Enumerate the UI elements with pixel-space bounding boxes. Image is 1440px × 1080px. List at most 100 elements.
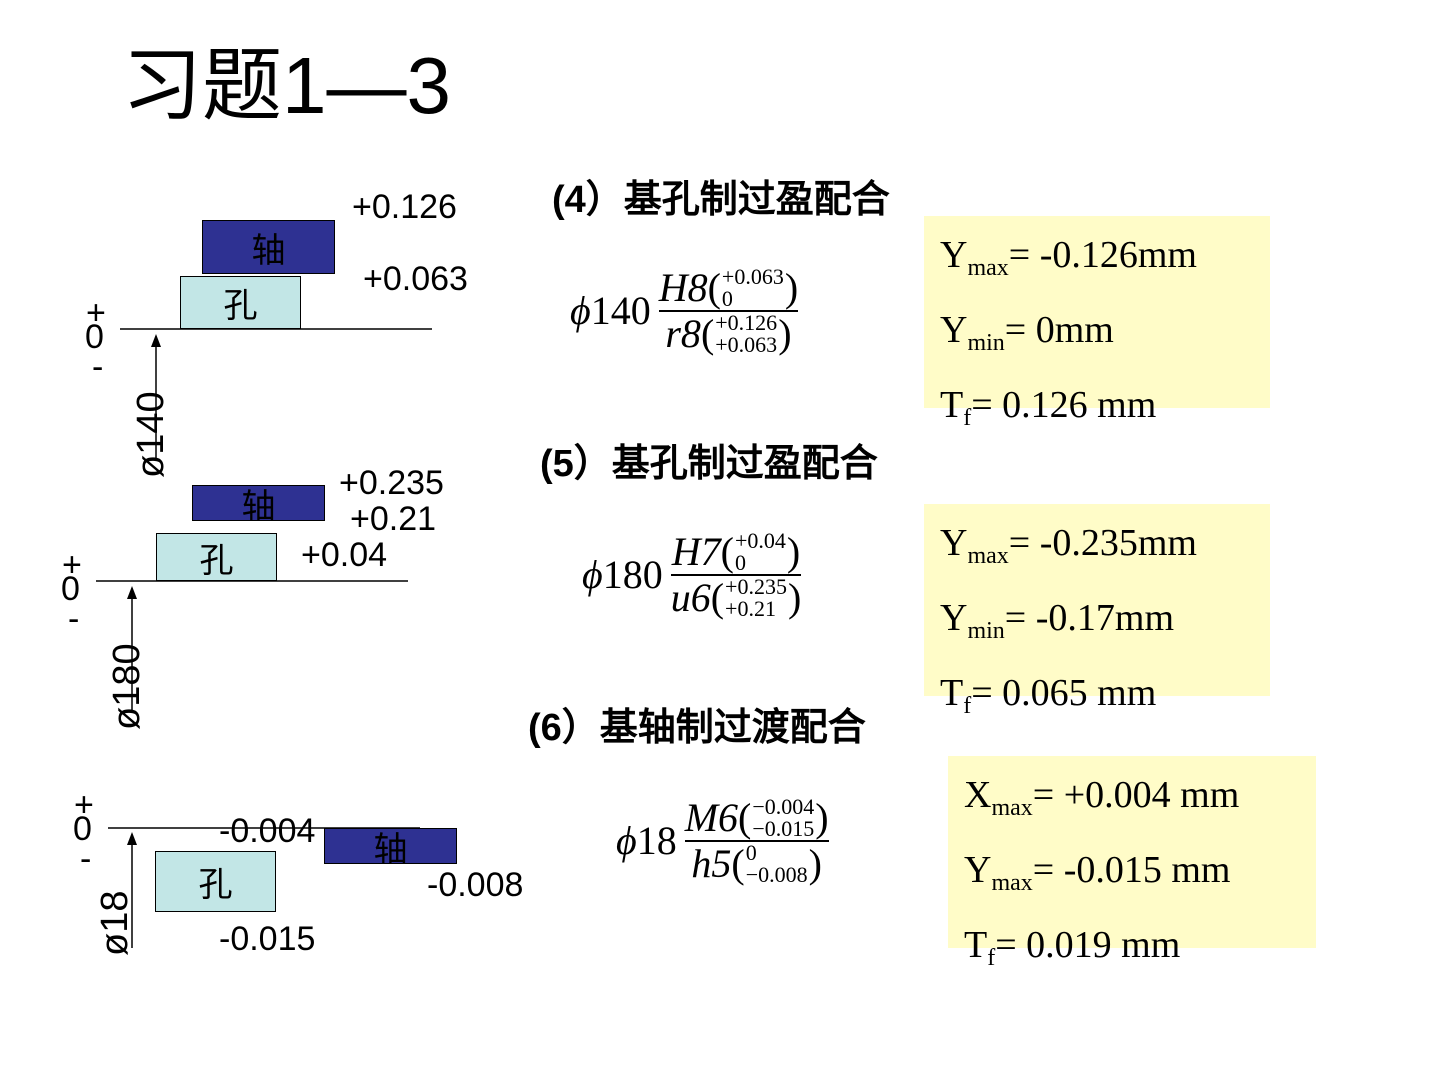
shaft-lower-deviation: +0.21 [350, 500, 437, 538]
results-box-5: Ymax= -0.235mm Ymin= -0.17mm Tf= 0.065 m… [924, 504, 1270, 719]
shaft-code: u6 [670, 574, 711, 620]
results-box-4: Ymax= -0.126mm Ymin= 0mm Tf= 0.126 mm [924, 216, 1270, 431]
hole-lower-dev: 0 [721, 286, 733, 311]
zero-label: 0 [73, 810, 92, 848]
result-value: = +0.004 mm [1032, 774, 1240, 816]
shaft-lower-dev: −0.008 [745, 861, 808, 887]
hole-tolerance: M6(−0.004−0.015) [684, 794, 829, 841]
nominal-size-label: ø18 [94, 890, 136, 956]
hole-code: H7 [671, 529, 721, 574]
result-row: Xmax= +0.004 mm [964, 764, 1316, 839]
shaft-code: r8 [665, 310, 701, 356]
size-arrow-head [127, 586, 137, 599]
minus-sign: - [68, 600, 80, 638]
hole-upper-deviation: +0.04 [301, 536, 388, 574]
plus-sign: + [86, 294, 106, 332]
result-subscript: f [963, 693, 972, 719]
result-subscript: f [987, 945, 996, 971]
phi-symbol: ϕ [582, 552, 603, 598]
hole-upper-dev: −0.004 [752, 794, 815, 819]
result-value: = 0.126 mm [971, 384, 1157, 426]
hole-zone: 孔 [180, 276, 301, 329]
minus-sign: - [92, 348, 104, 386]
shaft-upper-dev: 0 [745, 839, 757, 865]
plus-sign: + [62, 546, 82, 584]
hole-lower-dev: −0.015 [752, 816, 815, 841]
hole-upper-deviation: -0.004 [219, 812, 316, 850]
result-row: Ymax= -0.126mm [940, 224, 1270, 299]
result-subscript: f [963, 405, 972, 431]
result-subscript: max [991, 870, 1033, 896]
result-symbol: Y [940, 234, 968, 276]
result-symbol: X [964, 774, 992, 816]
result-row: Tf= 0.019 mm [964, 914, 1316, 989]
hole-label: 孔 [199, 541, 234, 580]
shaft-tolerance: u6(+0.235+0.21) [670, 573, 802, 621]
result-subscript: min [967, 618, 1005, 644]
result-symbol: T [964, 924, 988, 966]
fraction-bar [658, 310, 799, 312]
fraction-bar [684, 840, 829, 842]
nominal-size: 180 [602, 552, 663, 598]
fit-fraction: M6(−0.004−0.015) h5(0−0.008) [684, 794, 829, 887]
shaft-upper-dev: +0.126 [715, 309, 778, 335]
hole-zone: 孔 [156, 533, 277, 581]
shaft-upper-dev: +0.235 [725, 573, 787, 599]
result-row: Tf= 0.065 mm [940, 662, 1270, 737]
result-value: = -0.126mm [1008, 234, 1197, 276]
shaft-tolerance: r8(+0.126+0.063) [665, 309, 792, 357]
result-value: = 0.065 mm [971, 672, 1157, 714]
shaft-label: 轴 [251, 231, 286, 270]
result-row: Ymin= -0.17mm [940, 587, 1270, 662]
result-symbol: Y [940, 522, 968, 564]
plus-sign: + [74, 786, 94, 824]
hole-lower-deviation: -0.015 [219, 920, 316, 958]
shaft-zone: 轴 [324, 828, 457, 869]
page-title: 习题1—3 [122, 41, 451, 130]
results-box-6: Xmax= +0.004 mm Ymax= -0.015 mm Tf= 0.01… [948, 756, 1316, 971]
result-subscript: min [967, 330, 1005, 356]
shaft-upper-deviation: +0.126 [352, 188, 457, 226]
result-symbol: T [940, 384, 964, 426]
result-value: = 0.019 mm [995, 924, 1181, 966]
result-value: = -0.17mm [1004, 597, 1174, 639]
shaft-lower-dev: +0.21 [725, 595, 776, 621]
hole-code: M6 [684, 795, 739, 840]
shaft-zone: 轴 [192, 485, 325, 526]
hole-label: 孔 [198, 866, 233, 904]
hole-lower-dev: 0 [734, 550, 746, 575]
shaft-lower-dev: +0.063 [715, 331, 778, 357]
result-value: = -0.015 mm [1032, 849, 1231, 891]
result-subscript: max [967, 255, 1009, 281]
result-value: = 0mm [1004, 309, 1114, 351]
hole-upper-dev: +0.063 [721, 264, 784, 289]
result-symbol: Y [940, 597, 968, 639]
result-symbol: Y [940, 309, 968, 351]
shaft-label: 轴 [373, 830, 408, 869]
hole-zone: 孔 [155, 851, 276, 912]
result-symbol: Y [964, 849, 992, 891]
shaft-tolerance: h5(0−0.008) [691, 839, 822, 887]
nominal-size: 18 [636, 818, 677, 864]
section-4-heading: (4）基孔制过盈配合 [552, 179, 890, 221]
shaft-upper-deviation: +0.235 [339, 464, 444, 502]
result-row: Ymax= -0.015 mm [964, 839, 1316, 914]
hole-upper-dev: +0.04 [734, 528, 786, 553]
shaft-label: 轴 [241, 487, 276, 526]
section-6-heading: (6）基轴制过渡配合 [528, 707, 866, 749]
phi-symbol: ϕ [616, 818, 637, 864]
result-symbol: T [940, 672, 964, 714]
shaft-zone: 轴 [202, 220, 335, 274]
nominal-size: 140 [590, 288, 651, 334]
shaft-lower-deviation: -0.008 [427, 866, 524, 904]
result-value: = -0.235mm [1008, 522, 1197, 564]
zero-label: 0 [85, 318, 104, 356]
